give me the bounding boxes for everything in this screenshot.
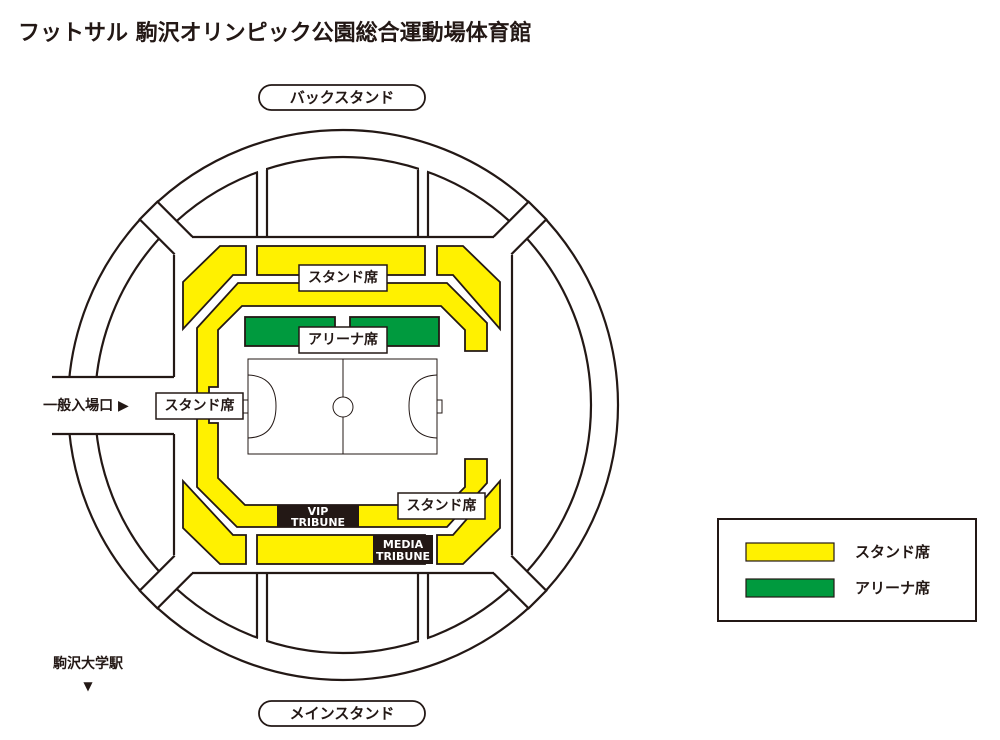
label-stand-right: スタンド席 [397,492,486,520]
svg-text:VIP: VIP [308,505,329,518]
svg-text:スタンド席: スタンド席 [407,497,477,514]
back-stand-label: バックスタンド [258,84,426,111]
block-separators [255,160,430,650]
media-tribune[interactable]: MEDIA TRIBUNE [373,535,433,564]
svg-text:スタンド席: スタンド席 [165,397,235,414]
svg-text:アリーナ席: アリーナ席 [308,331,378,348]
svg-text:TRIBUNE: TRIBUNE [376,550,430,563]
page-title: フットサル 駒沢オリンピック公園総合運動場体育館 [18,20,532,46]
legend: スタンド席 アリーナ席 [717,518,977,622]
legend-swatch-arena [745,578,835,598]
label-arena: アリーナ席 [298,326,388,354]
label-stand-top: スタンド席 [298,264,388,292]
svg-text:スタンド席: スタンド席 [308,269,378,286]
svg-text:MEDIA: MEDIA [383,538,424,551]
svg-text:バックスタンド: バックスタンド [290,89,395,107]
svg-text:メインスタンド: メインスタンド [290,705,395,723]
svg-text:TRIBUNE: TRIBUNE [291,516,345,529]
entrance-path [30,377,176,434]
general-entrance-label: 一般入場口 ▶ [43,397,129,414]
legend-label-arena: アリーナ席 [855,579,930,597]
main-stand-label: メインスタンド [258,700,426,727]
label-stand-left: スタンド席 [155,392,244,420]
station-arrow-icon: ▼ [83,679,93,693]
legend-label-stand: スタンド席 [855,543,930,561]
futsal-court [242,358,443,455]
legend-swatch-stand [745,542,835,562]
station-label: 駒沢大学駅 [53,655,124,672]
vip-tribune[interactable]: VIP TRIBUNE [277,505,359,529]
